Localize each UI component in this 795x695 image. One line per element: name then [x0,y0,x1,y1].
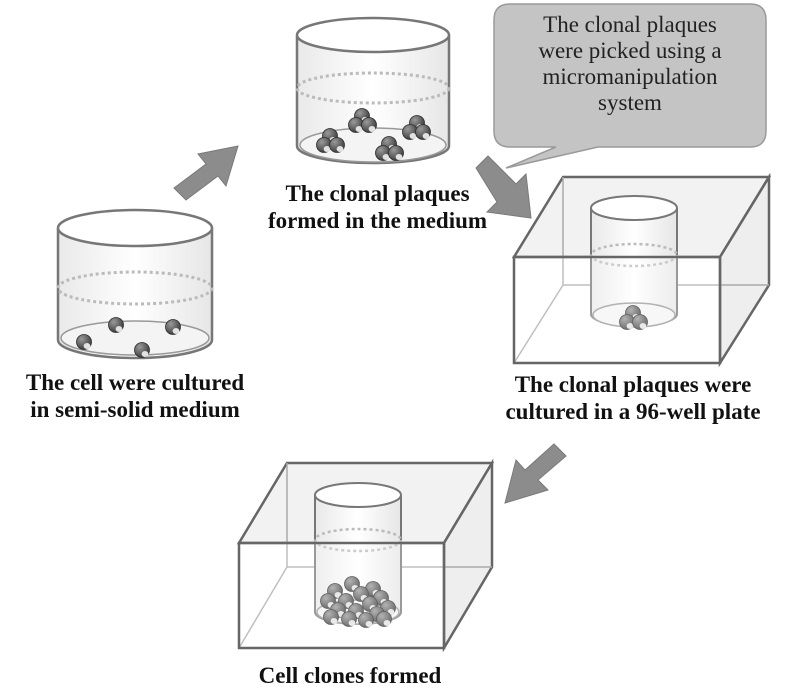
callout-line-2: were picked using a [538,38,722,63]
arrow-step2-to-step3 [475,155,532,219]
callout-line-3: micromanipulation [542,64,718,89]
well-plate-single-clone [511,172,772,368]
label-step3-line2: cultured in a 96-well plate [505,399,761,424]
dish-semi-solid [56,208,214,360]
arrow-step3-to-step4 [504,443,567,504]
label-step4: Cell clones formed [230,662,470,689]
callout-line-1: The clonal plaques [543,12,717,37]
label-step4-text: Cell clones formed [258,663,442,688]
label-step2-line1: The clonal plaques [285,181,470,206]
label-step2-line2: formed in the medium [267,208,488,233]
arrow-step1-to-step2 [173,145,239,201]
callout-text: The clonal plaques were picked using a m… [494,12,766,116]
label-step1-line1: The cell were cultured [25,370,245,395]
dish-clonal-plaques [295,16,451,165]
label-step3-line1: The clonal plaques were [514,372,752,397]
label-step1: The cell were cultured in semi-solid med… [0,369,270,423]
label-step1-line2: in semi-solid medium [30,397,240,422]
label-step3: The clonal plaques were cultured in a 96… [478,371,788,425]
callout-line-4: system [598,90,662,115]
callout-bubble [493,3,767,169]
well-plate-clones-formed [236,458,495,653]
label-step2: The clonal plaques formed in the medium [245,180,510,234]
